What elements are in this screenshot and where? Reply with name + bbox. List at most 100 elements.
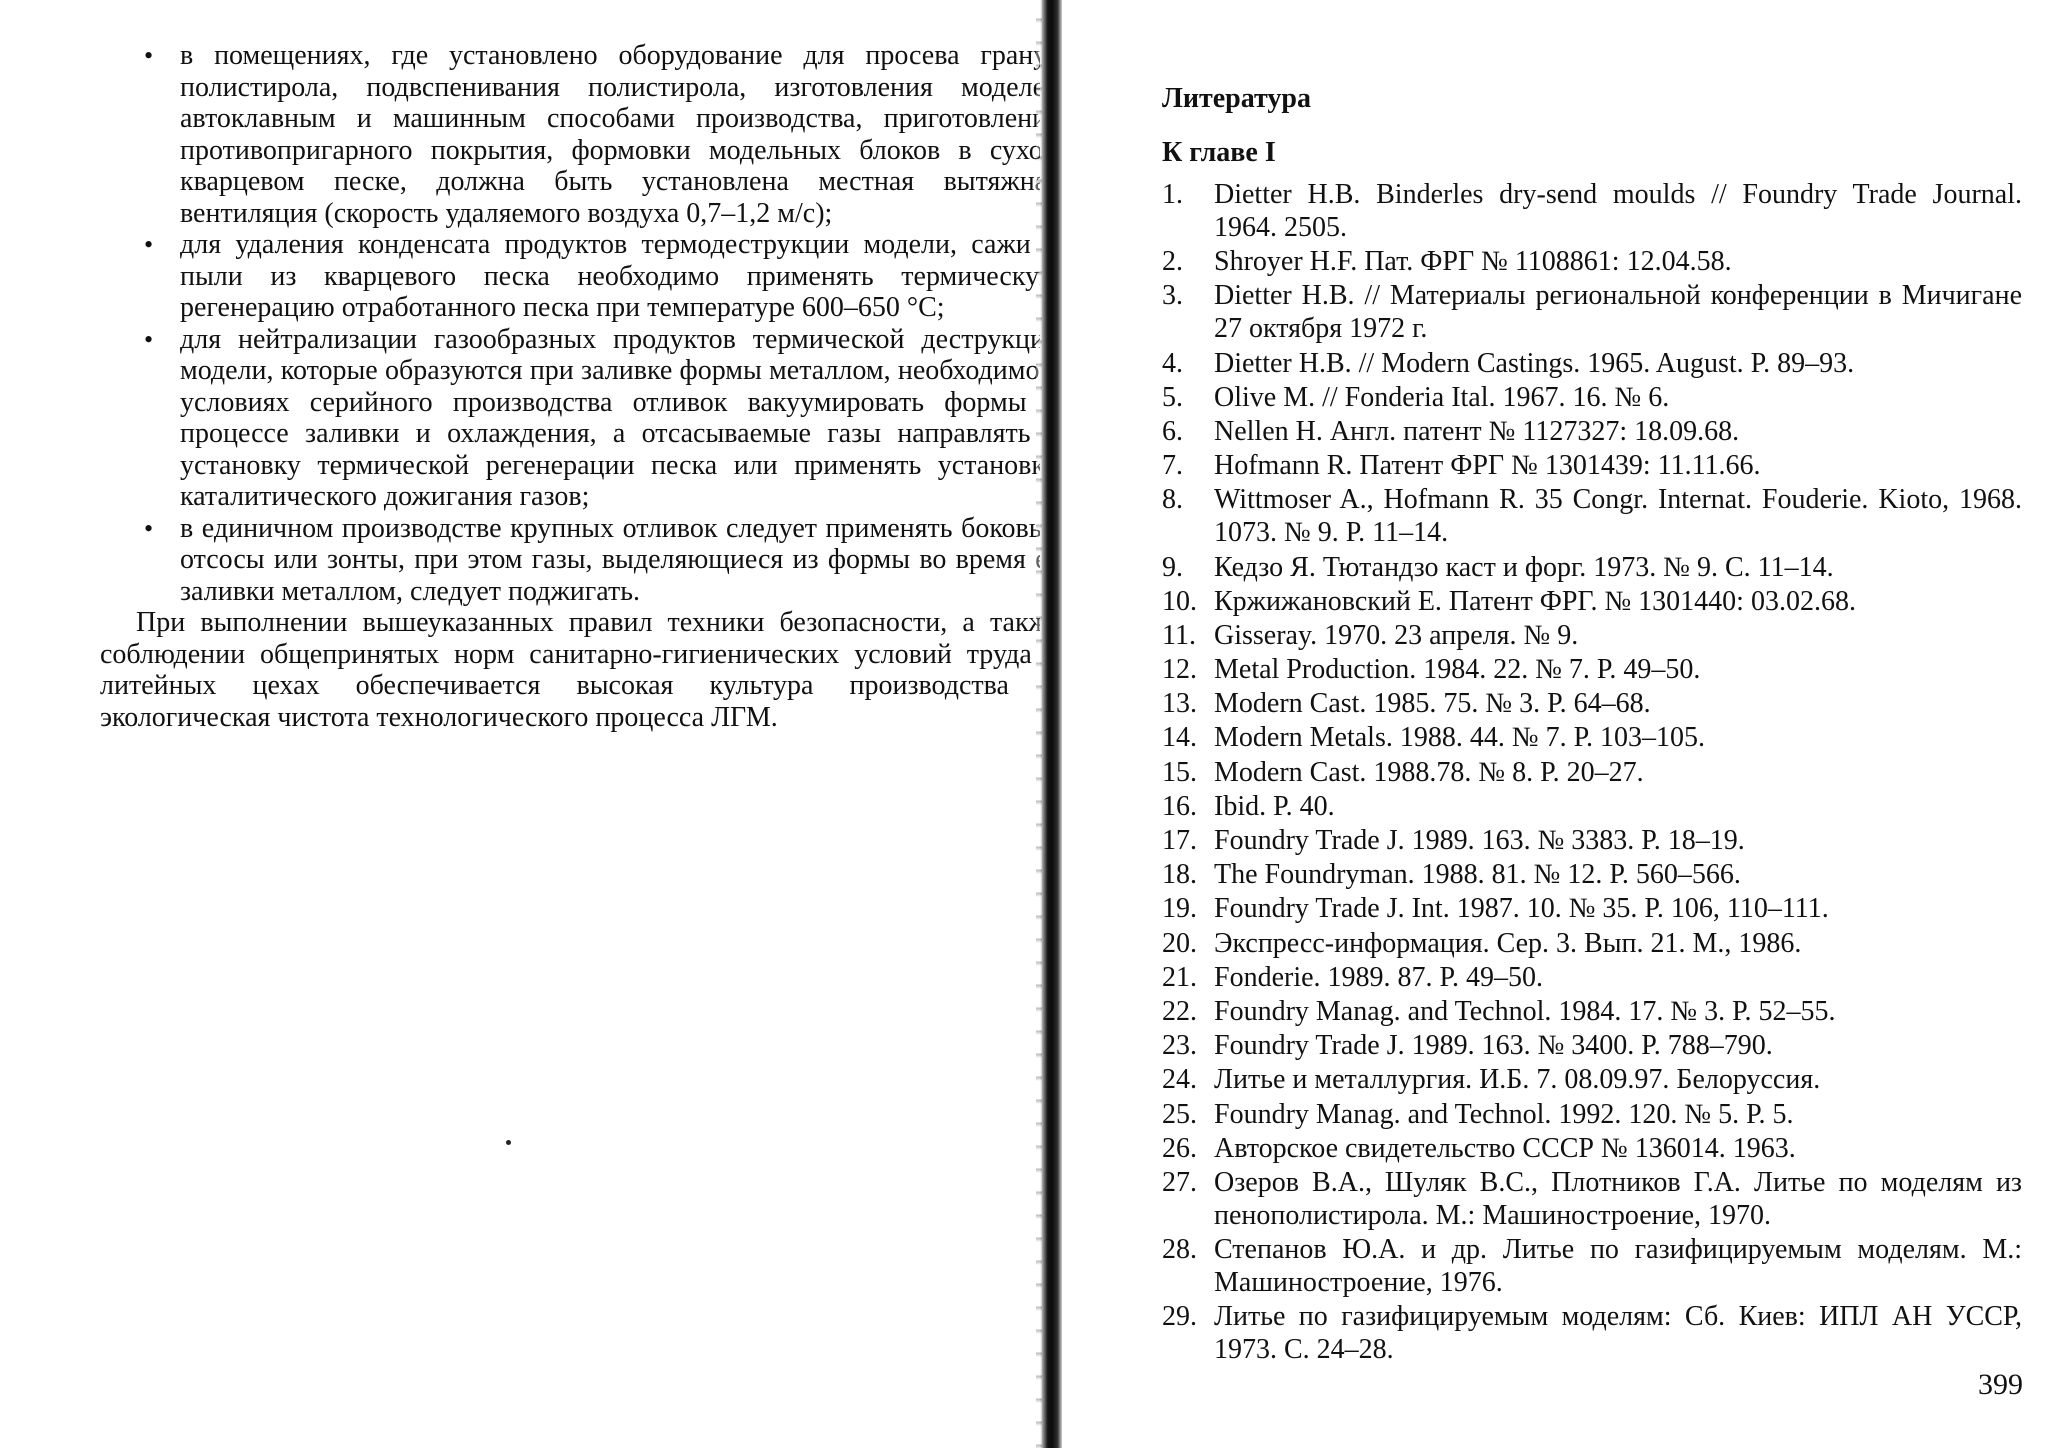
chapter-title: К главе I (1162, 137, 1276, 168)
page-number: 399 (1978, 1368, 2023, 1401)
reference-item: 17. Foundry Trade J. 1989. 163. № 3383. P… (1162, 824, 2022, 857)
list-item: • для нейтрализации газообразных продукт… (144, 323, 1060, 513)
reference-text: Озеров В.А., Шуляк В.С., Плотников Г.А. … (1214, 1166, 2022, 1231)
reference-text: Foundry Manag. and Technol. 1992. 120. №… (1214, 1098, 1794, 1130)
reference-number: 3. (1162, 280, 1183, 312)
reference-text: Metal Production. 1984. 22. № 7. P. 49–5… (1214, 654, 1701, 686)
reference-number: 15. (1162, 756, 1197, 788)
reference-text: Modern Metals. 1988. 44. № 7. P. 103–105… (1214, 722, 1706, 754)
reference-text: Modern Cast. 1988.78. № 8. P. 20–27. (1214, 756, 1644, 788)
reference-item: 4. Dietter H.B. // Modern Castings. 1965.… (1162, 347, 2022, 380)
reference-number: 24. (1162, 1064, 1197, 1096)
book-spine-edge (1036, 0, 1042, 1448)
reference-text: Dietter H.B. // Modern Castings. 1965. A… (1214, 347, 1855, 379)
reference-item: 11. Gisseray. 1970. 23 апреля. № 9. (1162, 619, 2022, 652)
reference-item: 25. Foundry Manag. and Technol. 1992. 120… (1162, 1098, 2022, 1131)
reference-text: Fonderie. 1989. 87. P. 49–50. (1214, 961, 1543, 993)
reference-number: 18. (1162, 859, 1197, 891)
reference-item: 18.The Foundryman. 1988. 81. № 12. P. 56… (1162, 858, 2022, 891)
reference-item: 7. Hofmann R. Патент ФРГ № 1301439: 11.11… (1162, 449, 2022, 482)
list-item-text: для нейтрализации газообразных продуктов… (180, 323, 1060, 513)
reference-number: 28. (1162, 1234, 1197, 1266)
reference-text: Hofmann R. Патент ФРГ № 1301439: 11.11.6… (1214, 450, 1761, 482)
section-title: Литература (1162, 83, 1311, 114)
reference-text: Литье по газифицируемым моделям: Сб. Кие… (1214, 1301, 2022, 1366)
reference-item: 16. Ibid. P. 40. (1162, 790, 2022, 823)
reference-text: Foundry Trade J. Int. 1987. 10. № 35. P.… (1214, 893, 1829, 925)
reference-text: Dietter H.B. Binderles dry-send moulds /… (1214, 179, 2022, 243)
reference-number: 20. (1162, 927, 1197, 959)
reference-item: 15. Modern Cast. 1988.78. № 8. P. 20–27. (1162, 756, 2022, 789)
reference-number: 6. (1162, 415, 1183, 447)
reference-text: Авторское свидетельство СССР № 136014. 1… (1214, 1132, 1796, 1164)
reference-number: 23. (1162, 1030, 1197, 1062)
reference-number: 27. (1162, 1166, 1197, 1198)
reference-number: 2. (1162, 246, 1183, 278)
reference-text: Кржижановский Е. Патент ФРГ. № 1301440: … (1214, 585, 1856, 617)
reference-text: Nellen H. Англ. патент № 1127327: 18.09.… (1214, 415, 1740, 447)
reference-item: 14. Modern Metals. 1988. 44. № 7. P. 103–… (1162, 721, 2022, 754)
left-page: • в помещениях, где установлено оборудов… (100, 40, 1060, 733)
reference-item: 27. Озеров В.А., Шуляк В.С., Плотников Г.… (1162, 1166, 2022, 1232)
reference-item: 6. Nellen H. Англ. патент № 1127327: 18.0… (1162, 415, 2022, 448)
reference-item: 22. Foundry Manag. and Technol. 1984. 17.… (1162, 995, 2022, 1028)
reference-item: 19.Foundry Trade J. Int. 1987. 10. № 35.… (1162, 892, 2022, 925)
reference-text: Степанов Ю.А. и др. Литье по газифицируе… (1214, 1234, 2022, 1299)
reference-text: Кедзо Я. Тютандзо каст и форг. 1973. № 9… (1214, 551, 1834, 583)
closing-paragraph: При выполнении вышеуказанных правил техн… (100, 607, 1060, 733)
list-item: • в помещениях, где установлено оборудов… (144, 40, 1060, 229)
reference-text: Foundry Trade J. 1989. 163. № 3400. P. 7… (1214, 1030, 1773, 1062)
reference-number: 21. (1162, 961, 1197, 993)
bullet-icon: • (144, 41, 154, 70)
reference-text: Foundry Manag. and Technol. 1984. 17. № … (1214, 995, 1836, 1027)
reference-text: Modern Cast. 1985. 75. № 3. P. 64–68. (1214, 688, 1651, 720)
reference-item: 2. Shroyer H.F. Пат. ФРГ № 1108861: 12.04… (1162, 245, 2022, 278)
reference-number: 7. (1162, 450, 1183, 482)
reference-item: 28. Степанов Ю.А. и др. Литье по газифици… (1162, 1233, 2022, 1299)
reference-text: Olive M. // Fonderia Ital. 1967. 16. № 6… (1214, 381, 1670, 413)
reference-number: 17. (1162, 825, 1197, 856)
reference-text: Foundry Trade J. 1989. 163. № 3383. P. 1… (1214, 825, 1745, 856)
reference-number: 16. (1162, 790, 1197, 822)
reference-number: 12. (1162, 654, 1197, 686)
reference-number: 4. (1162, 347, 1183, 379)
reference-item: 20. Экспресс-информация. Сер. 3. Вып. 21.… (1162, 927, 2022, 960)
reference-item: 9. Кедзо Я. Тютандзо каст и форг. 1973. №… (1162, 551, 2022, 584)
bullet-icon: • (144, 230, 154, 259)
reference-item: 26. Авторское свидетельство СССР № 136014… (1162, 1132, 2022, 1165)
reference-text: Shroyer H.F. Пат. ФРГ № 1108861: 12.04.5… (1214, 246, 1732, 278)
reference-number: 1. (1162, 179, 1183, 210)
bullet-icon: • (144, 513, 154, 543)
reference-item: 29.Литье по газифицируемым моделям: Сб. … (1162, 1300, 2022, 1366)
reference-text: Литье и металлургия. И.Б. 7. 08.09.97. Б… (1214, 1064, 1821, 1096)
book-spine (1040, 0, 1062, 1448)
reference-item: 8. Wittmoser A., Hofmann R. 35 Congr. Int… (1162, 483, 2022, 549)
list-item-text: в единичном производстве крупных отливок… (180, 512, 1060, 607)
reference-number: 10. (1162, 585, 1197, 617)
reference-number: 25. (1162, 1098, 1197, 1130)
reference-item: 24. Литье и металлургия. И.Б. 7. 08.09.97… (1162, 1063, 2022, 1096)
reference-text: Экспресс-информация. Сер. 3. Вып. 21. М.… (1214, 927, 1802, 959)
reference-number: 8. (1162, 484, 1183, 516)
reference-text: Wittmoser A., Hofmann R. 35 Congr. Inter… (1214, 484, 2022, 549)
reference-number: 22. (1162, 995, 1197, 1027)
reference-item: 21. Fonderie. 1989. 87. P. 49–50. (1162, 961, 2022, 994)
list-item-text: в помещениях, где установлено оборудован… (180, 40, 1060, 229)
reference-number: 26. (1162, 1132, 1197, 1164)
reference-item: 1. Dietter H.B. Binderles dry-send moulds… (1162, 178, 2022, 244)
list-item-text: для удаления конденсата продуктов термод… (180, 229, 1060, 323)
reference-item: 10. Кржижановский Е. Патент ФРГ. № 130144… (1162, 585, 2022, 618)
reference-text: Gisseray. 1970. 23 апреля. № 9. (1214, 619, 1579, 651)
reference-number: 14. (1162, 722, 1197, 754)
reference-number: 11. (1162, 619, 1196, 651)
reference-text: Ibid. P. 40. (1214, 790, 1335, 822)
safety-rules-list: • в помещениях, где установлено оборудов… (100, 40, 1060, 607)
reference-number: 13. (1162, 688, 1197, 720)
reference-item: 3. Dietter H.B. // Материалы региональной… (1162, 279, 2022, 345)
reference-text: Dietter H.B. // Материалы региональной к… (1214, 280, 2022, 345)
right-page: Литература К главе I 1. Dietter H.B. Bind… (1080, 0, 2054, 1448)
reference-item: 5.Olive M. // Fonderia Ital. 1967. 16. №… (1162, 381, 2022, 414)
reference-number: 9. (1162, 551, 1183, 583)
list-item: • для удаления конденсата продуктов терм… (144, 229, 1060, 324)
reference-item: 23. Foundry Trade J. 1989. 163. № 3400. P… (1162, 1029, 2022, 1062)
